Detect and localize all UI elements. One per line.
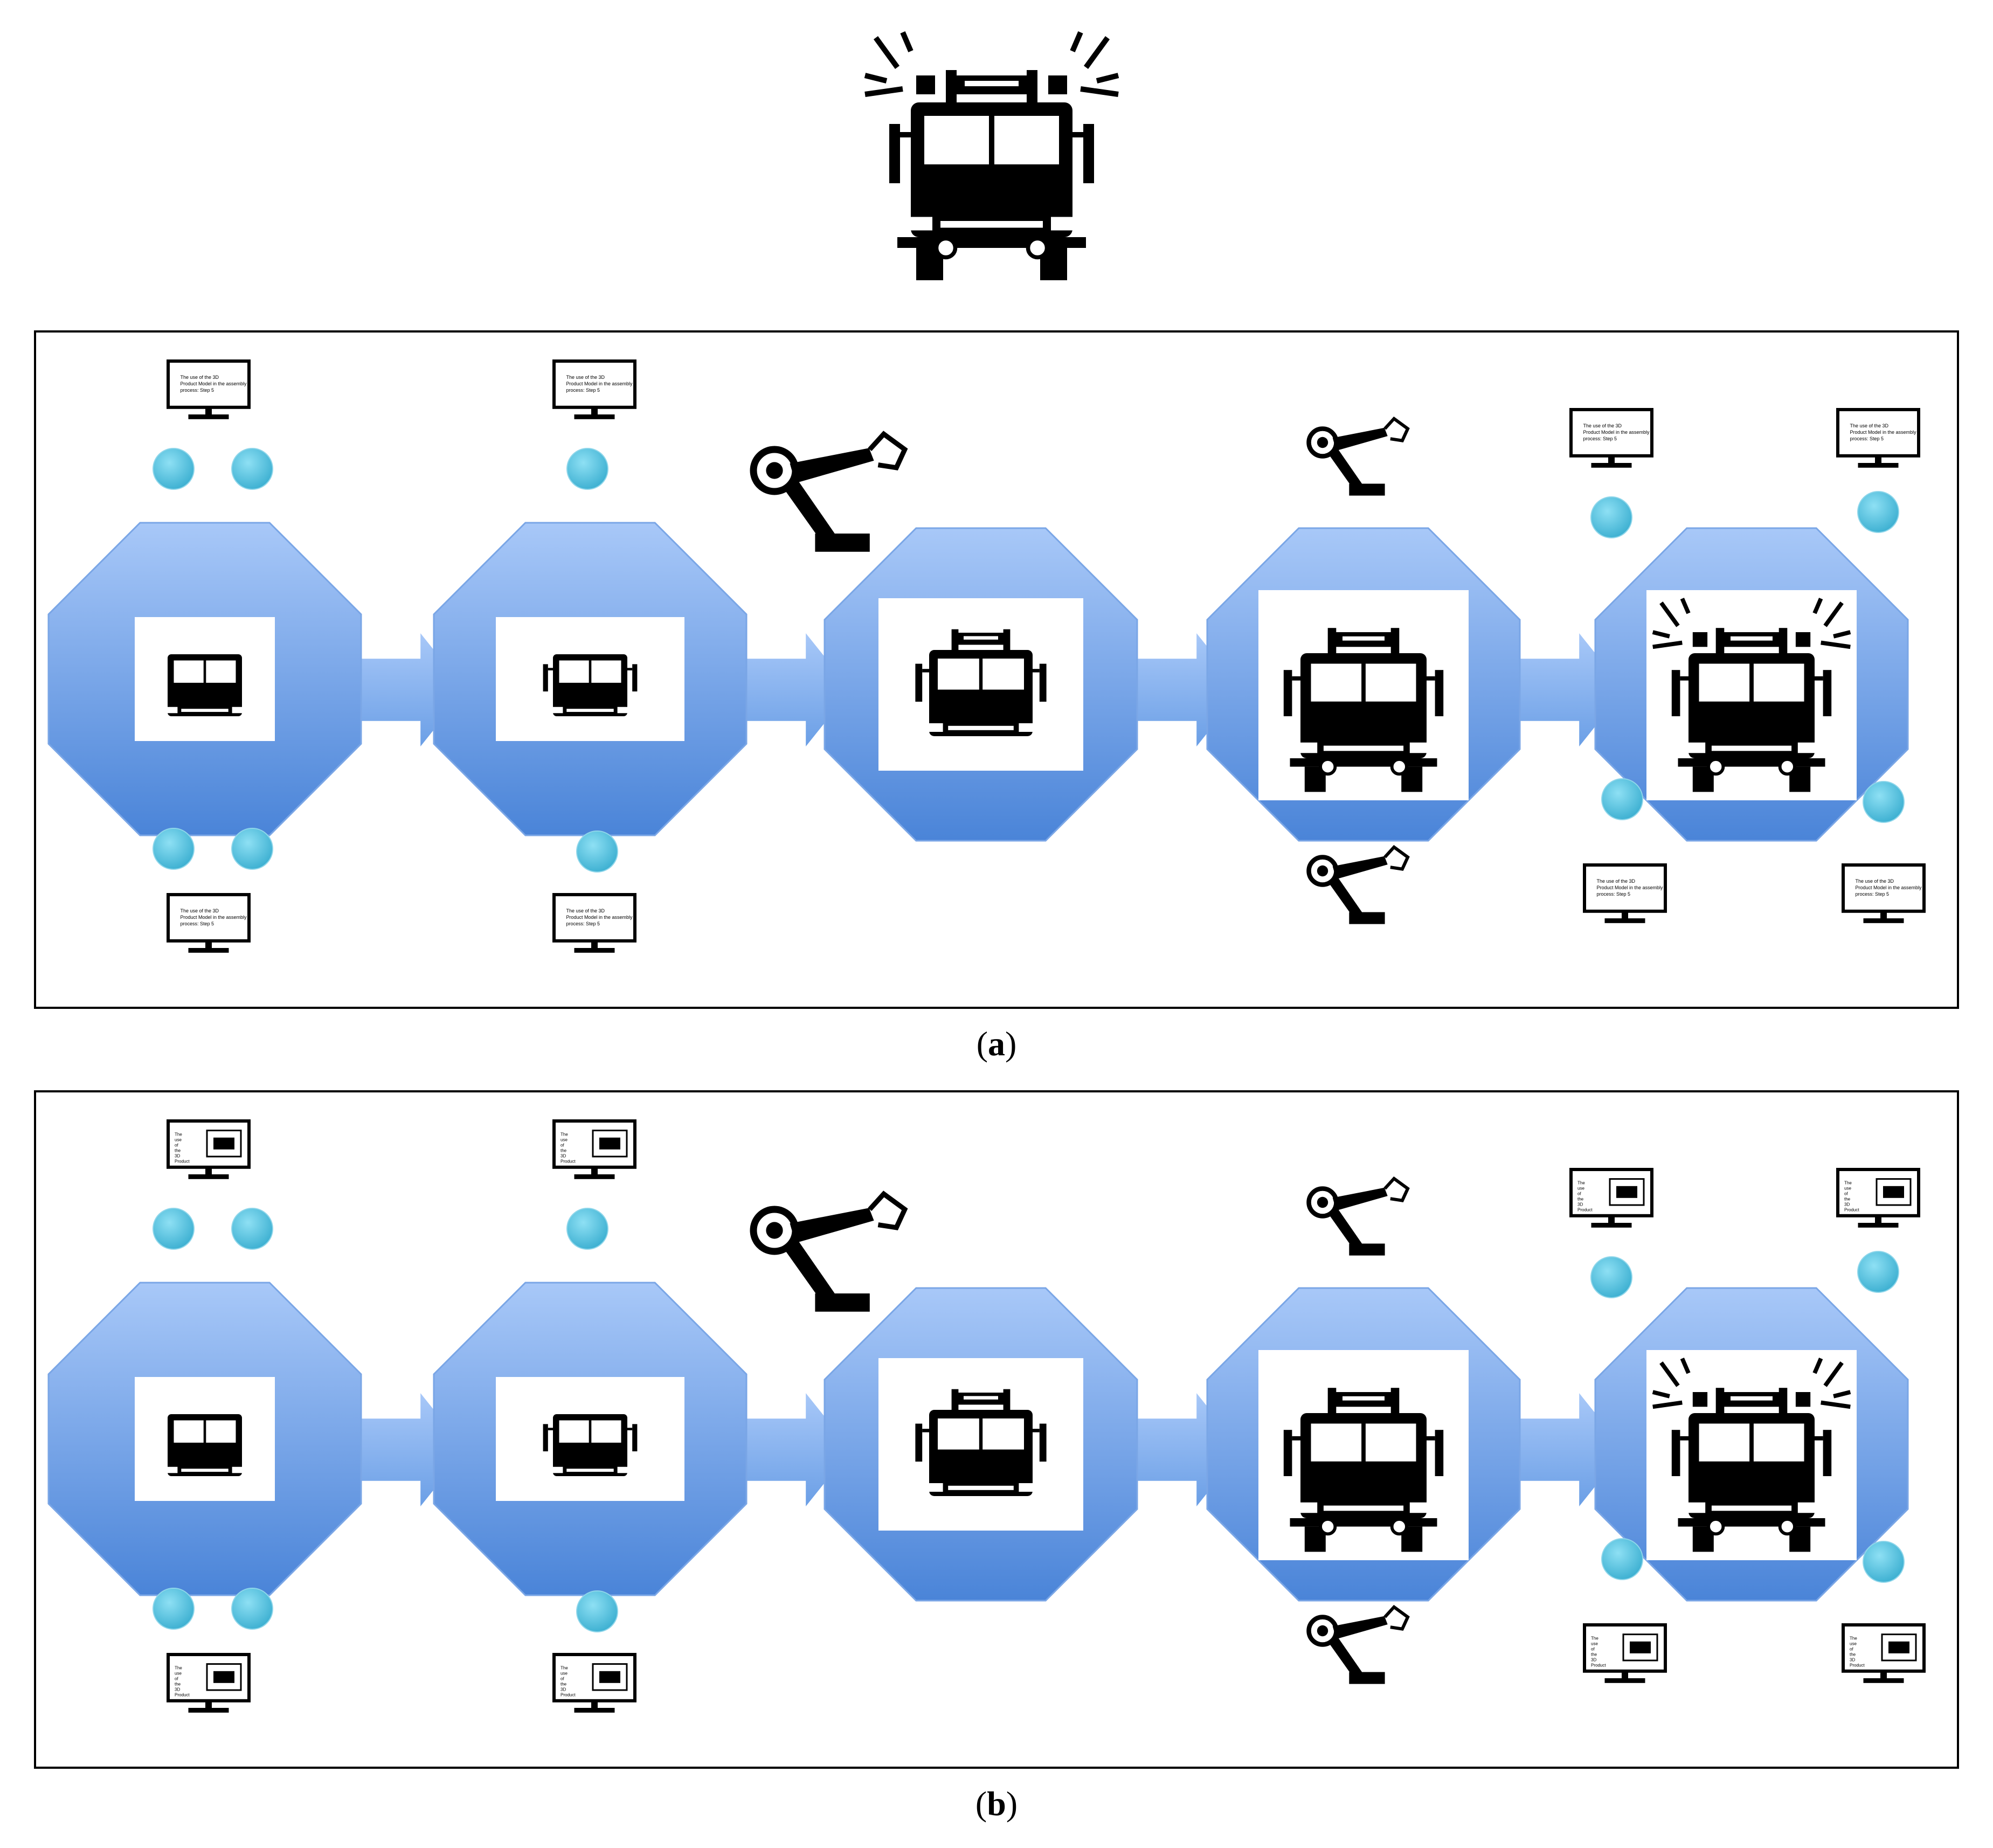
sensor-node — [231, 448, 273, 490]
caption-b-label: b — [987, 1784, 1006, 1823]
robot-arm-icon — [1306, 416, 1410, 496]
sensor-node — [1857, 1251, 1899, 1293]
fire-truck-complete-icon — [1646, 1350, 1857, 1560]
sensor-node — [231, 1588, 273, 1630]
sensor-node — [576, 830, 618, 873]
truck-cab-stage-3-icon — [878, 1358, 1083, 1531]
fire-truck-complete-icon — [1646, 590, 1857, 800]
robot-arm-icon — [1306, 1604, 1410, 1684]
truck-cab-stage-4-icon — [1258, 1350, 1469, 1560]
sensor-node — [1857, 491, 1899, 533]
sensor-node — [153, 1208, 195, 1250]
sensor-node — [1863, 781, 1905, 823]
robot-arm-icon — [750, 431, 908, 552]
truck-cab-stage-1-icon — [135, 617, 275, 741]
robot-arm-icon — [750, 1191, 908, 1312]
fire-truck-icon — [864, 31, 1119, 280]
sensor-node — [1863, 1541, 1905, 1583]
truck-cab-stage-3-icon — [878, 598, 1083, 771]
truck-cab-stage-2-icon — [496, 1377, 684, 1501]
truck-cab-stage-1-icon — [135, 1377, 275, 1501]
robot-arm-icon — [1306, 845, 1410, 924]
sensor-node — [1590, 496, 1632, 538]
caption-a-label: a — [988, 1025, 1005, 1063]
sensor-node — [566, 1208, 608, 1250]
sensor-node — [566, 448, 608, 490]
sensor-node — [153, 448, 195, 490]
caption-b: (b) — [975, 1784, 1018, 1823]
robot-arm-icon — [1306, 1176, 1410, 1256]
sensor-node — [1601, 1538, 1643, 1580]
sensor-node — [576, 1590, 618, 1632]
sensor-node — [1590, 1256, 1632, 1298]
caption-a: (a) — [976, 1025, 1017, 1063]
truck-cab-stage-2-icon — [496, 617, 684, 741]
monitor-graphic — [1876, 1178, 1912, 1206]
top-fire-truck — [864, 31, 1119, 280]
sensor-node — [153, 828, 195, 870]
sensor-node — [1601, 778, 1643, 820]
sensor-node — [231, 828, 273, 870]
sensor-node — [153, 1588, 195, 1630]
sensor-node — [231, 1208, 273, 1250]
truck-cab-stage-4-icon — [1258, 590, 1469, 800]
